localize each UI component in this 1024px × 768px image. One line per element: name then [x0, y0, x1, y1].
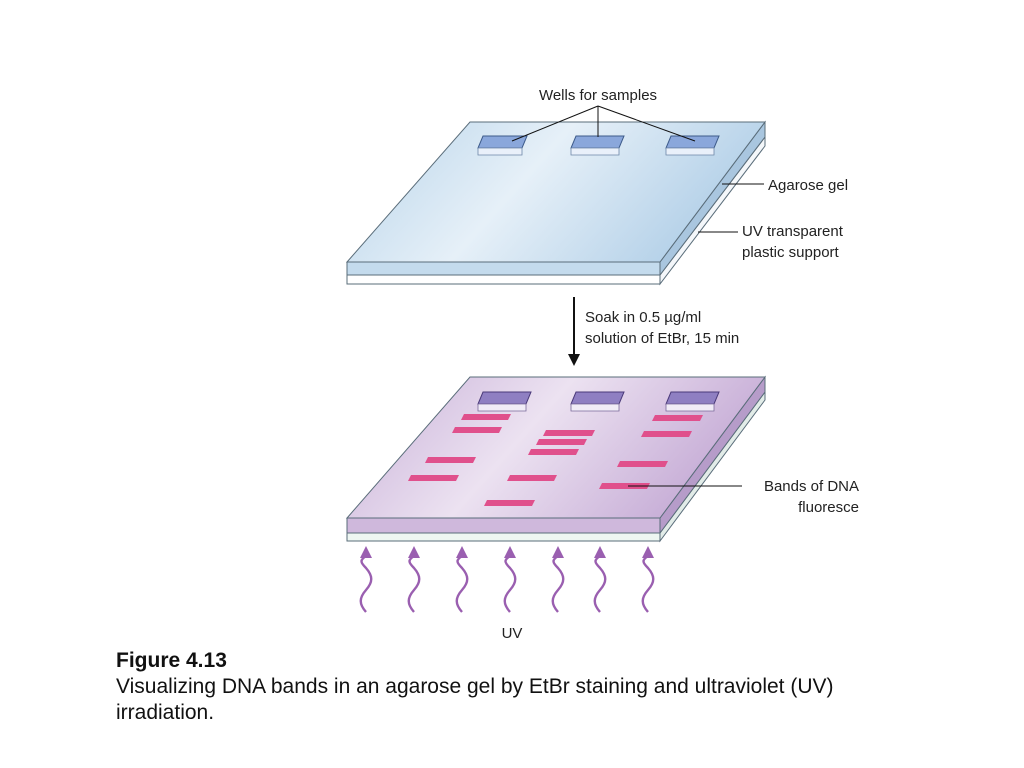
plastic-support-label-line1: UV transparent: [742, 223, 844, 240]
soak-label-line2: solution of EtBr, 15 min: [585, 330, 739, 347]
well-2: [570, 135, 625, 156]
soak-label-line1: Soak in 0.5 µg/ml: [585, 309, 701, 326]
uv-arrow: [407, 546, 421, 613]
plastic-support-label-line2: plastic support: [742, 244, 840, 261]
stained-well-3: [665, 391, 720, 412]
well-1: [477, 135, 528, 156]
wells-pointer-lines: [511, 105, 696, 142]
dna-band: [543, 430, 595, 436]
dna-band: [484, 500, 535, 506]
uv-arrow: [455, 546, 469, 613]
dna-bands: [408, 414, 703, 506]
stained-gel-side-front: [346, 517, 661, 534]
dna-band: [528, 449, 579, 455]
agarose-gel-top-face: [345, 121, 766, 263]
dna-band: [425, 457, 476, 463]
well-3: [665, 135, 720, 156]
uv-arrow: [359, 546, 373, 613]
uv-arrow: [641, 546, 655, 613]
stained-support-side-front: [346, 532, 661, 542]
uv-arrows: [359, 546, 655, 613]
dna-band: [461, 414, 511, 420]
stained-well-2: [570, 391, 625, 412]
uv-arrow: [593, 546, 607, 613]
stained-gel-top-face: [345, 376, 766, 519]
figure-description: Visualizing DNA bands in an agarose gel …: [116, 675, 834, 724]
figure-caption: Figure 4.13 Visualizing DNA bands in an …: [116, 648, 916, 726]
wells-label: Wells for samples: [539, 87, 657, 104]
bands-label-line1: Bands of DNA: [764, 478, 859, 495]
dna-band: [452, 427, 502, 433]
gel-staining-diagram: Wells for samples Agarose gel UV transpa…: [345, 87, 859, 640]
agarose-gel-label: Agarose gel: [768, 177, 848, 194]
stained-well-1: [477, 391, 532, 412]
agarose-gel-bottom: [345, 375, 766, 543]
uv-arrow: [551, 546, 565, 613]
plastic-support-side-front: [346, 274, 661, 285]
dna-band: [536, 439, 587, 445]
agarose-gel-side-front: [346, 261, 661, 276]
agarose-gel-top: [345, 120, 766, 286]
figure-title: Figure 4.13: [116, 649, 227, 672]
dna-band: [408, 475, 459, 481]
dna-band: [507, 475, 557, 481]
uv-arrow: [503, 546, 517, 613]
dna-band: [599, 483, 650, 489]
dna-band: [641, 431, 692, 437]
bands-label-line2: fluoresce: [798, 499, 859, 516]
dna-band: [617, 461, 668, 467]
dna-band: [652, 415, 703, 421]
uv-label: UV: [502, 625, 523, 640]
